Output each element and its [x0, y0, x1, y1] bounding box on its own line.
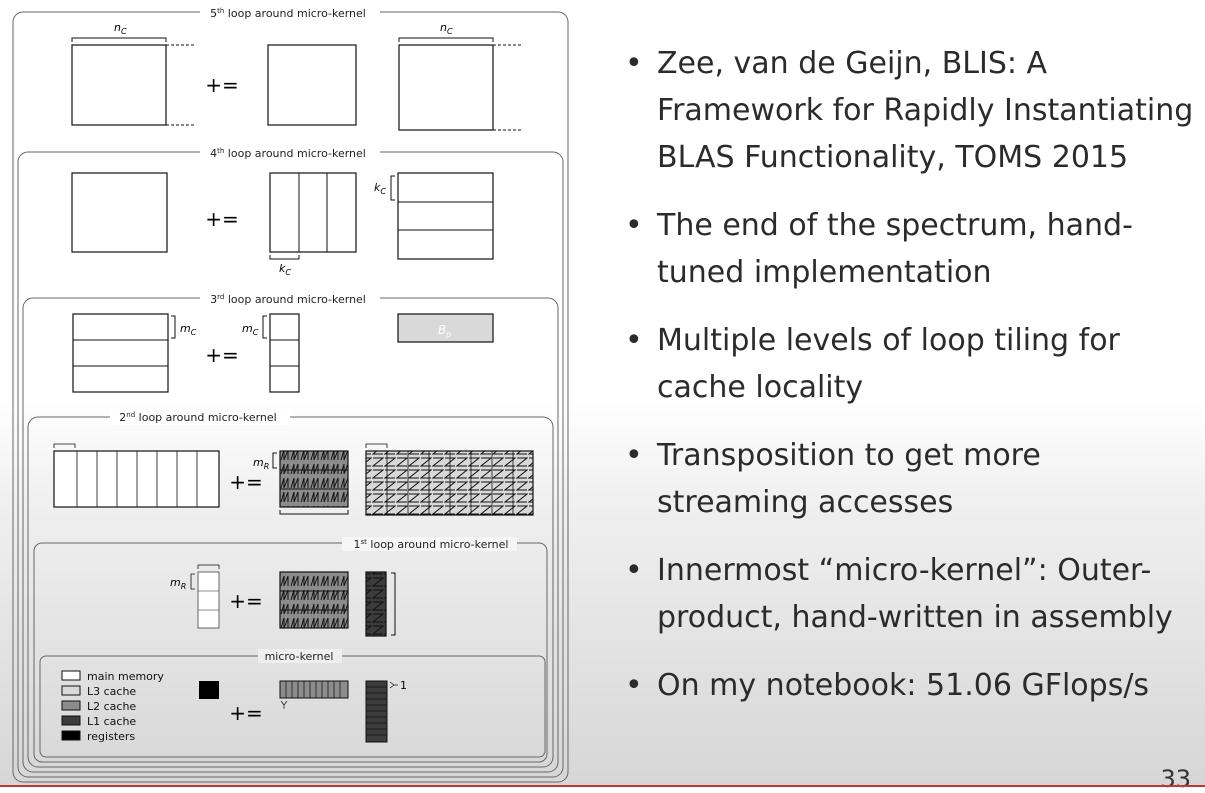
kc-label-bottom: kC: [279, 262, 291, 277]
bullet-list: Zee, van de Geijn, BLIS: A Framework for…: [625, 40, 1200, 709]
accent-rule: [0, 785, 1205, 787]
mr-label-loop1: mR: [170, 576, 186, 591]
kc-label-side: kC: [374, 181, 386, 196]
legend-label-l1: L1 cache: [87, 715, 136, 728]
microkernel-label: micro-kernel: [265, 650, 334, 663]
bullet-item: Multiple levels of loop tiling for cache…: [625, 317, 1200, 411]
loop3-label: 3rd loop around micro-kernel: [210, 293, 366, 306]
loop4-matrix-b: [397, 172, 494, 260]
packed-b-label: Bp: [438, 323, 451, 339]
legend-swatch-l1: [61, 715, 81, 726]
loop2-label: 2nd loop around micro-kernel: [119, 411, 276, 424]
mr-label-loop2: mR: [253, 456, 269, 471]
loop3-matrix-c: [72, 313, 169, 393]
loop5-matrix-c: [71, 44, 167, 126]
blis-loop-diagram: 5th loop around micro-kernel 4th loop ar…: [12, 6, 569, 783]
loop1-matrix-c: [197, 571, 220, 629]
legend-swatch-main-memory: [61, 670, 81, 681]
loop4-matrix-c: [71, 172, 168, 253]
bullet-item: Zee, van de Geijn, BLIS: A Framework for…: [625, 40, 1200, 181]
microkernel-one-label: 1: [400, 679, 407, 692]
legend: main memory L3 cache L2 cache L1 cache r…: [61, 670, 164, 743]
microkernel-register-block: [199, 681, 219, 699]
mc-label-left: mC: [242, 322, 259, 337]
page-number: 33: [1160, 765, 1191, 793]
legend-label-l3: L3 cache: [87, 685, 136, 698]
mc-label-right: mC: [180, 322, 197, 337]
loop1-plus-equals: +=: [229, 589, 263, 613]
legend-swatch-l3: [61, 685, 81, 696]
legend-label-main-memory: main memory: [87, 670, 164, 683]
microkernel-b-sliver: [365, 680, 388, 743]
loop5-label: 5th loop around micro-kernel: [210, 7, 366, 20]
loop4-matrix-a: [269, 172, 357, 253]
loop4-plus-equals: +=: [205, 207, 239, 231]
loop3-plus-equals: +=: [205, 343, 239, 367]
loop5-matrix-a: [267, 44, 357, 126]
nc-label-right: nC: [440, 21, 453, 36]
loop5-plus-equals: +=: [205, 73, 239, 97]
packed-b-panel: [397, 313, 494, 343]
legend-swatch-registers: [61, 730, 81, 741]
nc-label-left: nC: [114, 21, 127, 36]
legend-label-l2: L2 cache: [87, 700, 136, 713]
legend-label-registers: registers: [87, 730, 135, 743]
bullet-item: On my notebook: 51.06 GFlops/s: [625, 662, 1200, 709]
loop1-frame: [33, 542, 548, 763]
bullet-item: Innermost “micro-kernel”: Outer-product,…: [625, 547, 1200, 641]
loop5-matrix-b: [398, 44, 494, 131]
loop2-matrix-c: [53, 450, 220, 508]
loop3-matrix-a: [269, 313, 300, 393]
bullet-item: Transposition to get more streaming acce…: [625, 432, 1200, 526]
loop2-plus-equals: +=: [229, 470, 263, 494]
microkernel-plus-equals: +=: [229, 701, 263, 725]
loop4-label: 4th loop around micro-kernel: [210, 147, 366, 160]
bullet-item: The end of the spectrum, hand-tuned impl…: [625, 202, 1200, 296]
legend-swatch-l2: [61, 700, 81, 711]
microkernel-a-sliver: [279, 680, 349, 699]
loop2-frame: [27, 416, 554, 768]
loop1-label: 1st loop around micro-kernel: [354, 538, 509, 551]
